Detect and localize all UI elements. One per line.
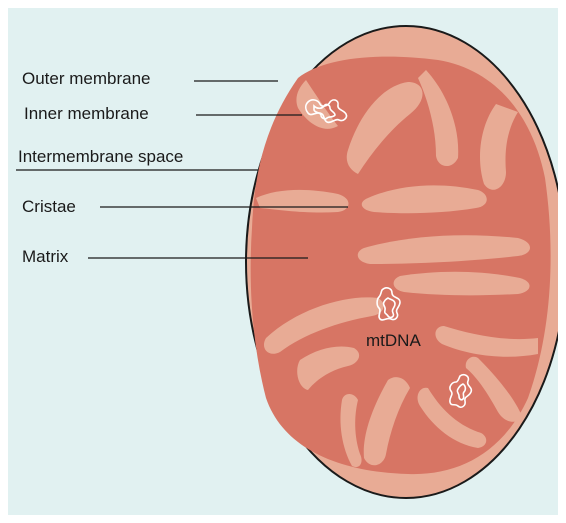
intermembrane-space-label: Intermembrane space — [18, 147, 183, 167]
cristae-label: Cristae — [22, 197, 76, 217]
mitochondrion-diagram: Outer membrane Inner membrane Intermembr… — [8, 8, 558, 515]
mtdna-label: mtDNA — [366, 331, 421, 351]
inner-membrane-label: Inner membrane — [24, 104, 149, 124]
outer-membrane-label: Outer membrane — [22, 69, 151, 89]
matrix-label: Matrix — [22, 247, 68, 267]
